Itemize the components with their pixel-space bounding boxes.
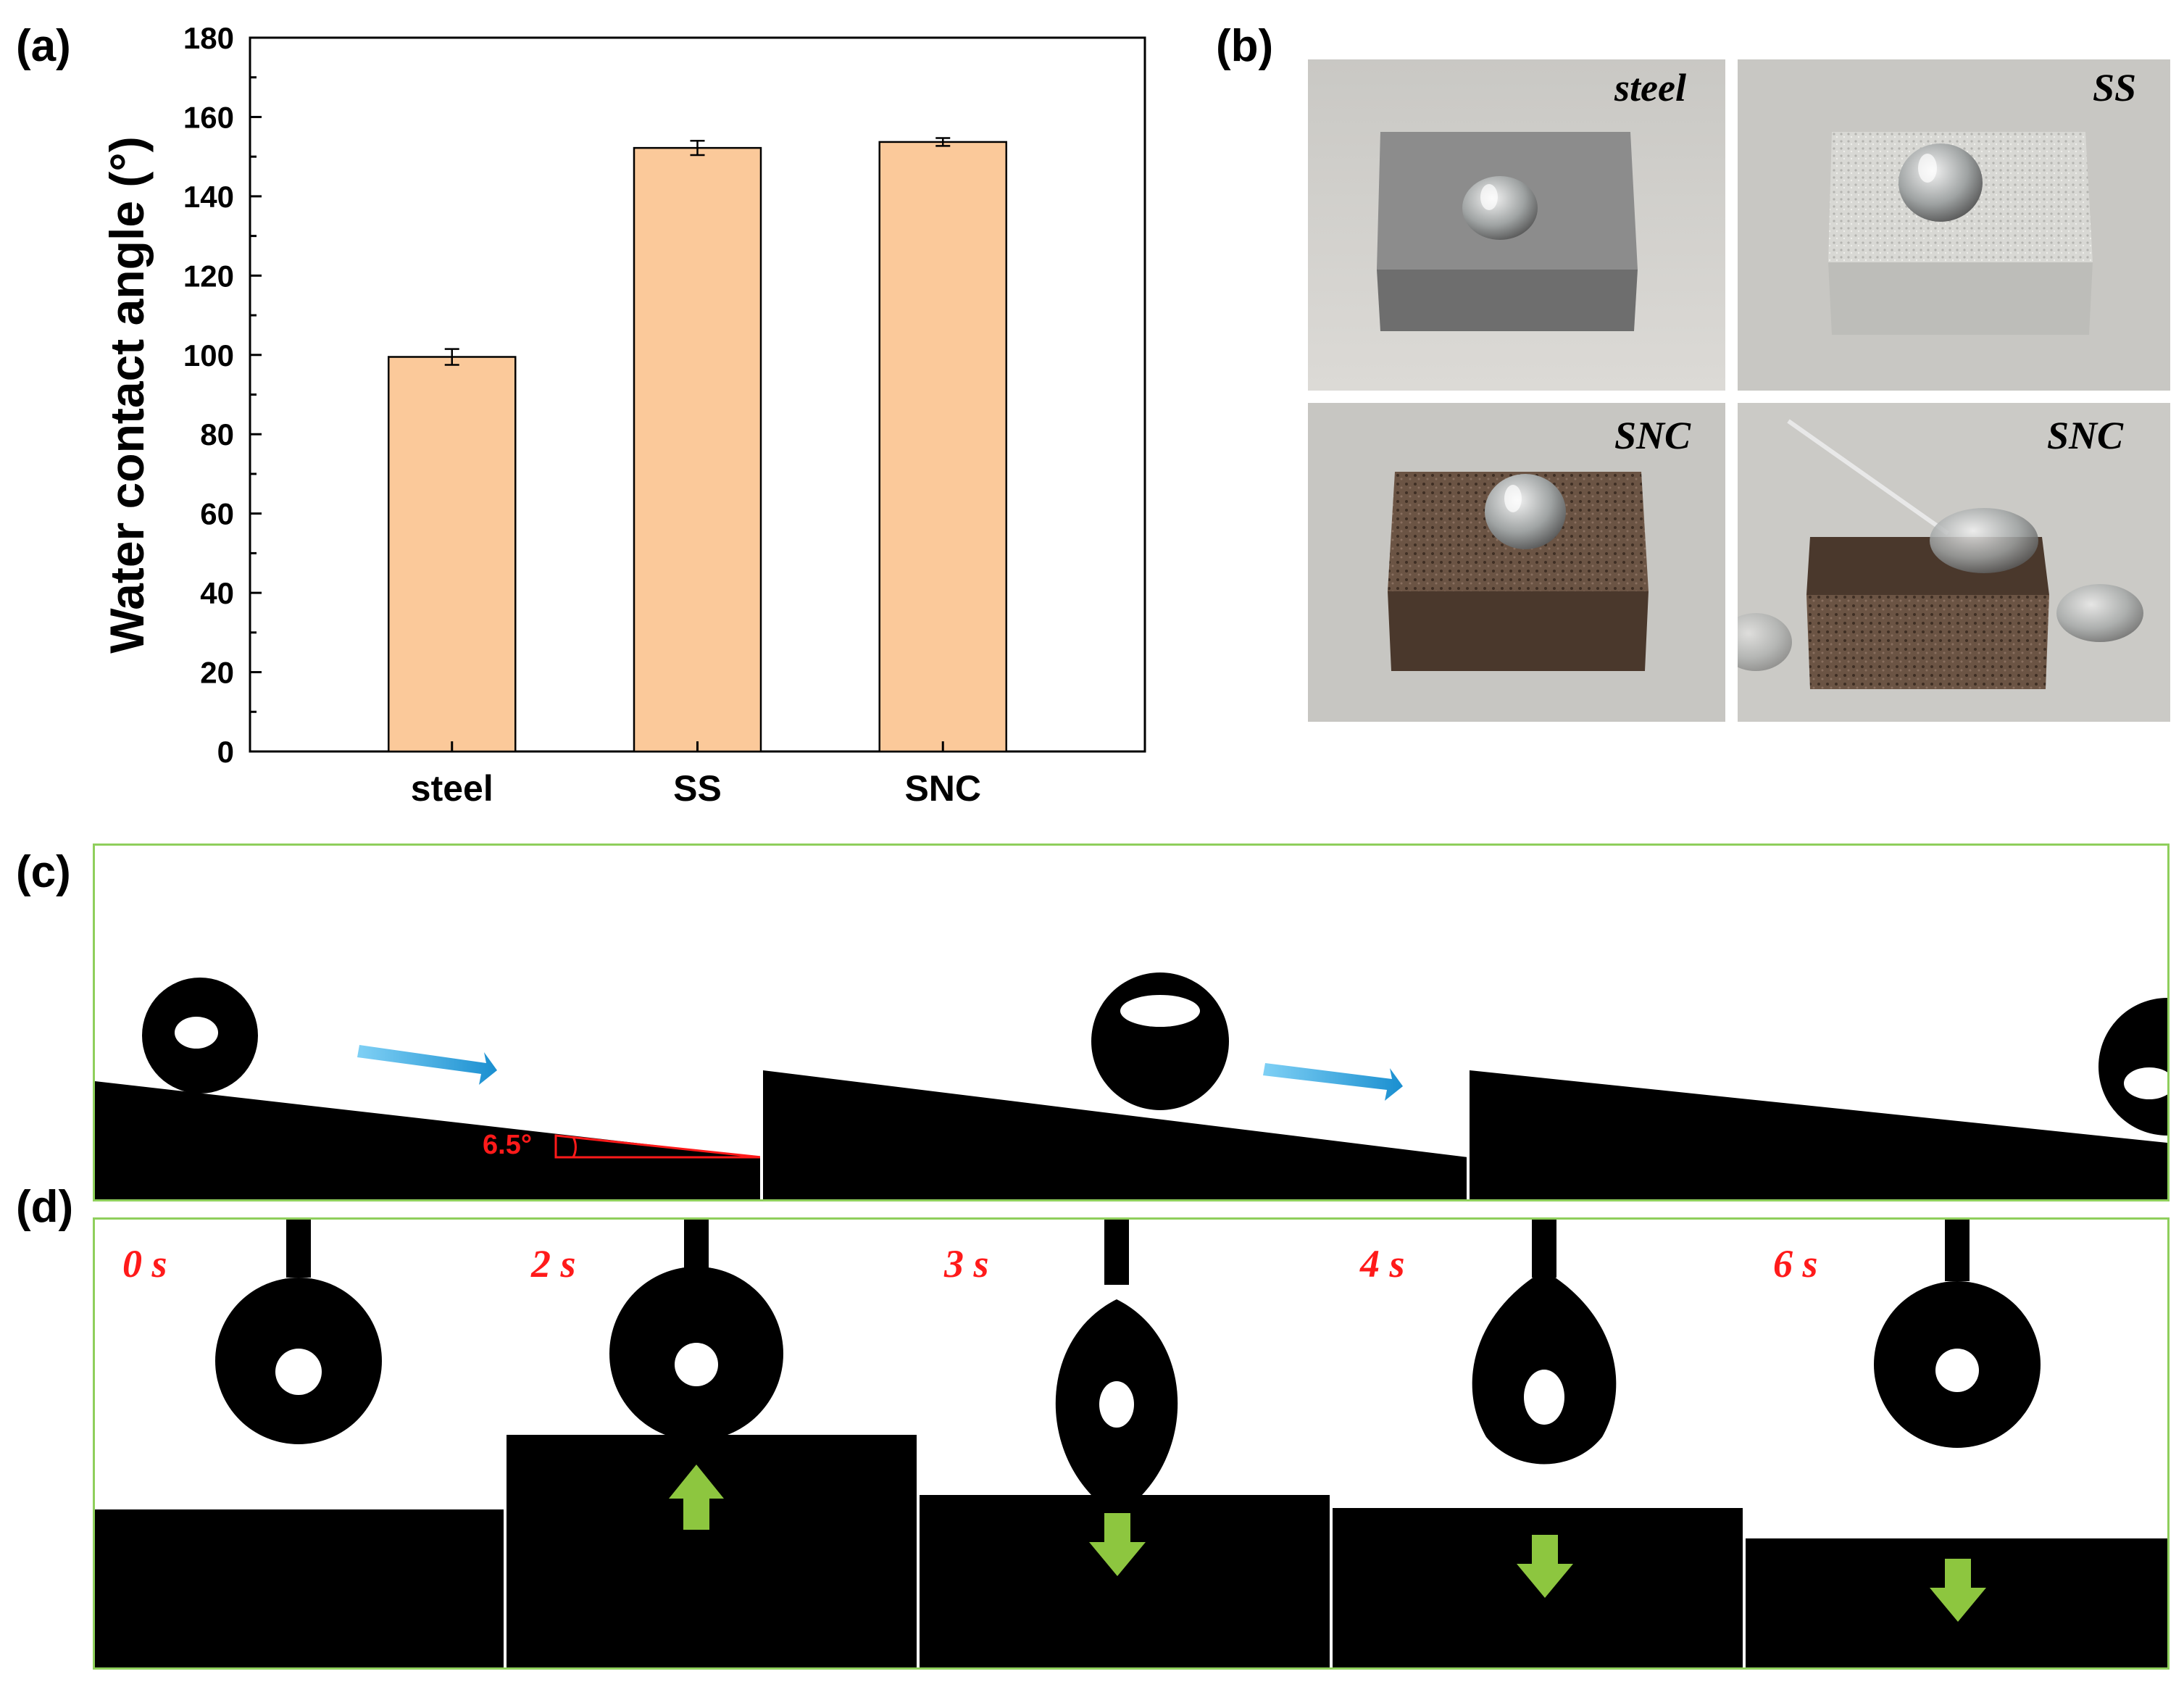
droplet-4s <box>1472 1270 1617 1465</box>
y-axis-label: Water contact angle (°) <box>100 136 154 653</box>
down-arrow-4s-icon <box>1517 1535 1573 1598</box>
down-arrow-3s-icon <box>1089 1513 1146 1576</box>
needle-3s <box>1104 1220 1129 1285</box>
y-axis-ticks: 0 20 40 60 80 100 120 140 160 180 <box>183 21 262 769</box>
time-label-4s: 4 s <box>1360 1242 1405 1286</box>
inclined-surface-1 <box>95 1081 762 1199</box>
adhesion-sequence-panel: 0 s 2 s 3 s 4 s 6 s <box>93 1217 2170 1670</box>
y-tick-label: 20 <box>200 656 234 690</box>
x-tick-label-ss: SS <box>673 768 722 809</box>
bar-steel <box>388 356 517 753</box>
bar-ss <box>633 146 762 753</box>
needle-0s <box>286 1220 311 1278</box>
x-tick-label-steel: steel <box>411 768 493 809</box>
surface-2s <box>507 1435 918 1667</box>
panel-label-b: (b) <box>1216 21 1274 71</box>
needle-6s <box>1945 1220 1970 1281</box>
y-tick-label: 0 <box>217 735 234 769</box>
slide-arrow-2-icon <box>1263 1063 1403 1101</box>
x-tick-label-snc: SNC <box>904 768 981 809</box>
y-tick-label: 80 <box>200 417 234 451</box>
time-label-0s: 0 s <box>122 1242 167 1286</box>
panel-label-a: (a) <box>16 21 71 71</box>
y-tick-label: 180 <box>183 21 234 55</box>
y-tick-label: 100 <box>183 338 234 372</box>
up-arrow-2s-icon <box>669 1465 724 1530</box>
slide-arrow-1-icon <box>357 1045 497 1085</box>
error-bar-ss <box>690 140 705 157</box>
time-label-3s: 3 s <box>944 1242 989 1286</box>
x-axis-labels: steel SS SNC <box>411 741 981 809</box>
contact-angle-bar-chart: 0 20 40 60 80 100 120 140 160 180 steel SS SNC Wate… <box>100 21 1146 809</box>
time-label-2s: 2 s <box>531 1242 576 1286</box>
photo-label-ss: SS <box>2093 66 2137 109</box>
y-tick-label: 40 <box>200 576 234 610</box>
y-tick-label: 160 <box>183 100 234 134</box>
y-tick-label: 120 <box>183 259 234 293</box>
photo-ss <box>1738 59 2170 391</box>
bar-snc <box>878 141 1007 753</box>
needle-4s <box>1532 1220 1556 1278</box>
y-tick-label: 60 <box>200 497 234 531</box>
panel-label-d: (d) <box>16 1182 74 1232</box>
photo-label-steel: steel <box>1614 66 1686 109</box>
tilt-angle-marker <box>554 1134 762 1159</box>
inclined-surface-2 <box>763 1070 1468 1199</box>
error-bar-steel <box>444 348 459 366</box>
photo-label-snc-2: SNC <box>2047 414 2124 457</box>
photo-steel <box>1308 59 1725 391</box>
sliding-droplet-2 <box>1091 972 1229 1110</box>
photo-snc <box>1308 403 1725 722</box>
needle-2s <box>684 1220 709 1270</box>
inclined-surface-3 <box>1470 1070 2167 1199</box>
down-arrow-6s-icon <box>1930 1559 1986 1622</box>
y-tick-label: 140 <box>183 180 234 214</box>
time-label-6s: 6 s <box>1773 1242 1818 1286</box>
surface-0s <box>95 1509 505 1667</box>
sliding-sequence-panel: 6.5° <box>93 844 2170 1201</box>
tilt-angle-label: 6.5° <box>483 1130 532 1160</box>
photo-label-snc: SNC <box>1614 414 1691 457</box>
panel-label-c: (c) <box>16 847 71 897</box>
bars <box>388 137 1007 753</box>
photo-snc-splash <box>1738 403 2170 722</box>
sliding-droplet-3 <box>2098 998 2167 1136</box>
error-bar-snc <box>935 137 951 147</box>
